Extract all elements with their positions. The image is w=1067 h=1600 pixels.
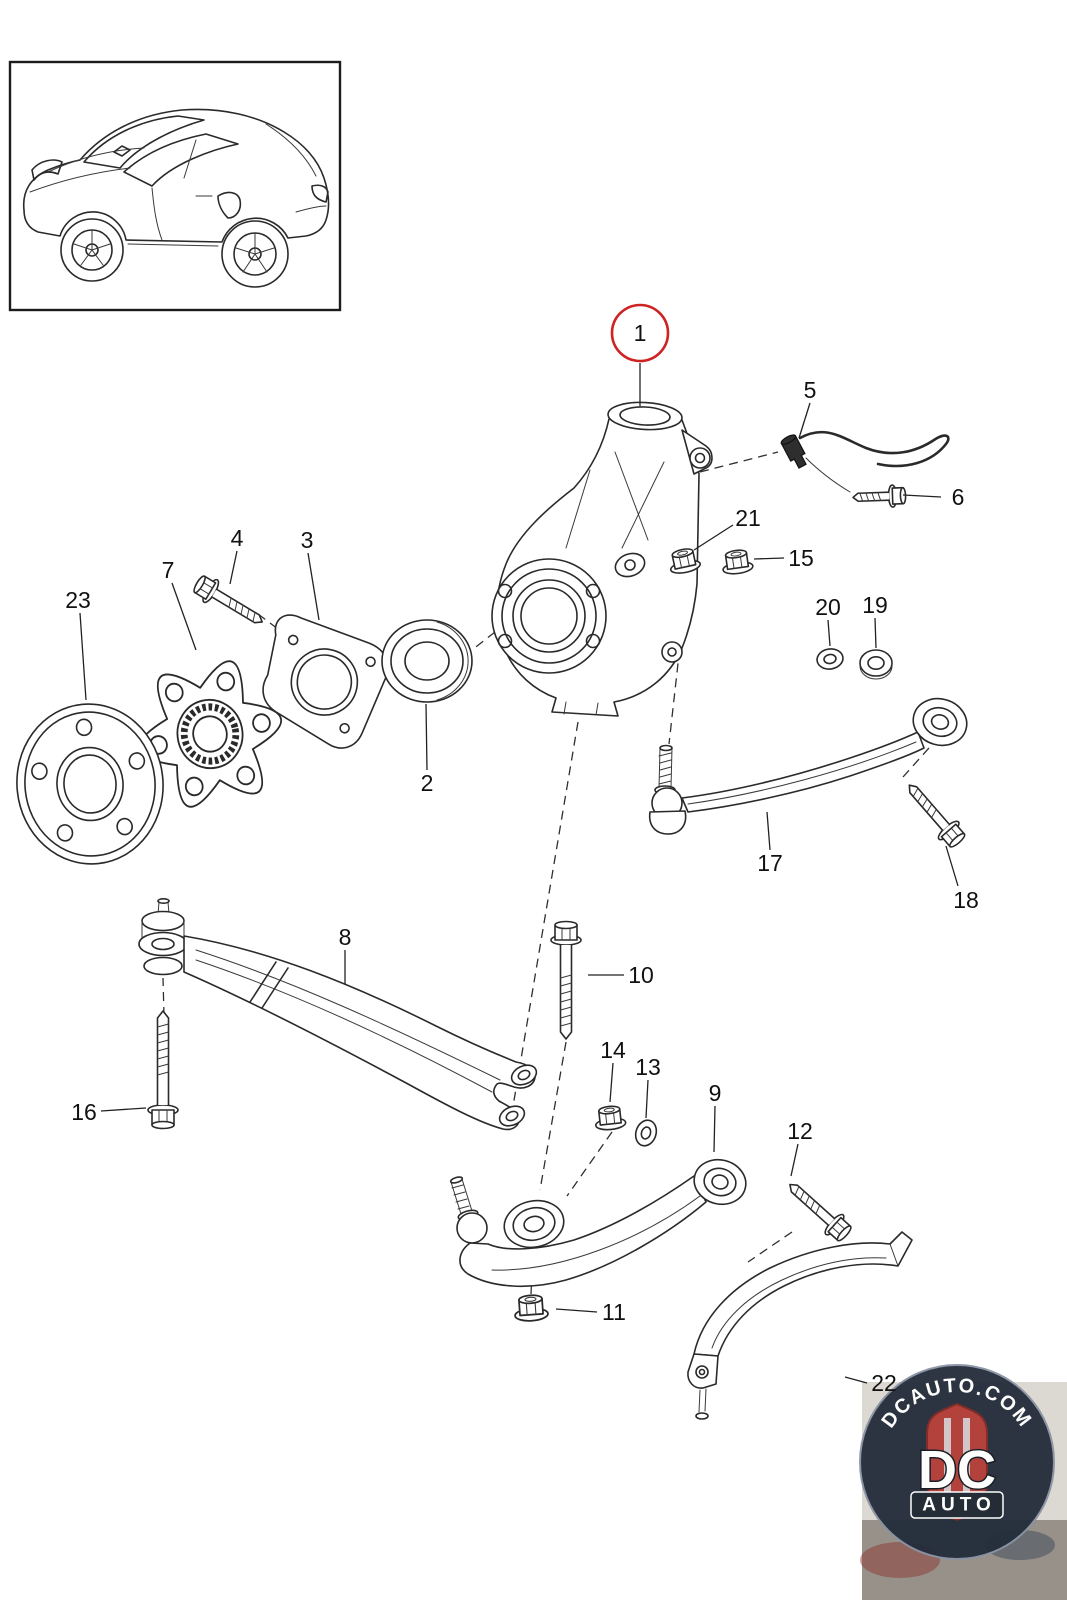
leader-line-15 <box>753 557 785 560</box>
leader-line-16 <box>100 1107 147 1112</box>
callout-6: 6 <box>952 484 965 510</box>
callout-15: 15 <box>788 545 814 571</box>
car-rear-wheel <box>221 220 289 288</box>
callout-23: 23 <box>65 587 91 613</box>
part-bolt-6 <box>851 483 907 510</box>
part-wheel-carrier <box>491 401 713 717</box>
part-toe-link <box>648 697 968 835</box>
logo-stripe <box>944 1418 951 1494</box>
leader-line-18 <box>945 845 959 887</box>
leader-line-20 <box>827 619 831 647</box>
callout-11: 11 <box>602 1299 626 1325</box>
car-illustration <box>22 108 330 288</box>
part-nut-15 <box>719 547 755 577</box>
leader-line-3 <box>307 552 320 621</box>
logo-sub-text: AUTO <box>922 1495 995 1516</box>
leader-line-5 <box>798 402 811 439</box>
callout-17: 17 <box>757 850 783 876</box>
callout-14: 14 <box>600 1037 626 1063</box>
leader-line-23 <box>79 612 87 701</box>
part-nut-14 <box>593 1104 628 1132</box>
leader-line-6 <box>902 494 942 498</box>
alignment-lines <box>162 451 938 1295</box>
car-front-wheel <box>60 218 124 282</box>
part-washer-13 <box>634 1119 658 1147</box>
callout-13: 13 <box>635 1054 661 1080</box>
part-spring-link <box>138 897 538 1131</box>
part-wheel-flange <box>16 703 164 865</box>
callout-3: 3 <box>301 527 314 553</box>
callout-22: 22 <box>871 1370 897 1396</box>
callout-12: 12 <box>787 1118 813 1144</box>
leader-line-2 <box>425 703 428 771</box>
vehicle-thumbnail <box>8 60 342 312</box>
part-nut-11 <box>512 1293 550 1323</box>
callout-7: 7 <box>162 557 175 583</box>
logo-stripe <box>963 1418 970 1494</box>
callout-10: 10 <box>628 962 654 988</box>
part-bolt-12 <box>780 1174 856 1246</box>
leader-line-9 <box>713 1105 716 1153</box>
part-stabilizer-bracket <box>687 1231 913 1420</box>
callout-circle-1 <box>610 303 670 363</box>
part-bolt-10 <box>550 920 582 1040</box>
part-control-arm <box>449 1158 747 1287</box>
callout-5: 5 <box>804 377 817 403</box>
leader-line-12 <box>790 1143 799 1177</box>
leader-line-17 <box>766 811 771 851</box>
part-wheel-bearing <box>381 619 473 703</box>
callout-8: 8 <box>339 924 352 950</box>
part-washer-20 <box>816 648 844 670</box>
callout-21: 21 <box>735 505 761 531</box>
callout-18: 18 <box>953 887 979 913</box>
dcauto-logo: DCAUTO.COM DC AUTO <box>859 1364 1055 1560</box>
leader-line-11 <box>555 1308 598 1313</box>
part-bearing-plate <box>262 614 389 749</box>
logo-shield <box>926 1402 988 1522</box>
leader-line-4 <box>229 550 238 585</box>
logo-banner <box>910 1491 1004 1519</box>
leader-line-19 <box>874 617 877 649</box>
leader-line-7 <box>171 582 197 651</box>
part-bolt-4 <box>189 570 270 634</box>
leader-line-13 <box>645 1079 649 1119</box>
leader-line-21 <box>693 524 734 551</box>
callout-19: 19 <box>862 592 888 618</box>
logo-brand-text: DC <box>918 1440 996 1500</box>
part-abs-sensor <box>780 430 950 493</box>
callout-1: 1 <box>634 320 647 346</box>
callout-4: 4 <box>231 525 244 551</box>
part-bolt-18 <box>898 775 970 852</box>
callout-2: 2 <box>421 770 434 796</box>
part-wheel-hub <box>137 660 283 808</box>
part-bolt-16 <box>147 1010 179 1130</box>
callout-16: 16 <box>71 1099 97 1125</box>
leader-line-22 <box>844 1376 868 1384</box>
callout-9: 9 <box>709 1080 722 1106</box>
part-washer-19 <box>859 649 893 680</box>
leader-line-14 <box>609 1062 614 1103</box>
callout-20: 20 <box>815 594 841 620</box>
